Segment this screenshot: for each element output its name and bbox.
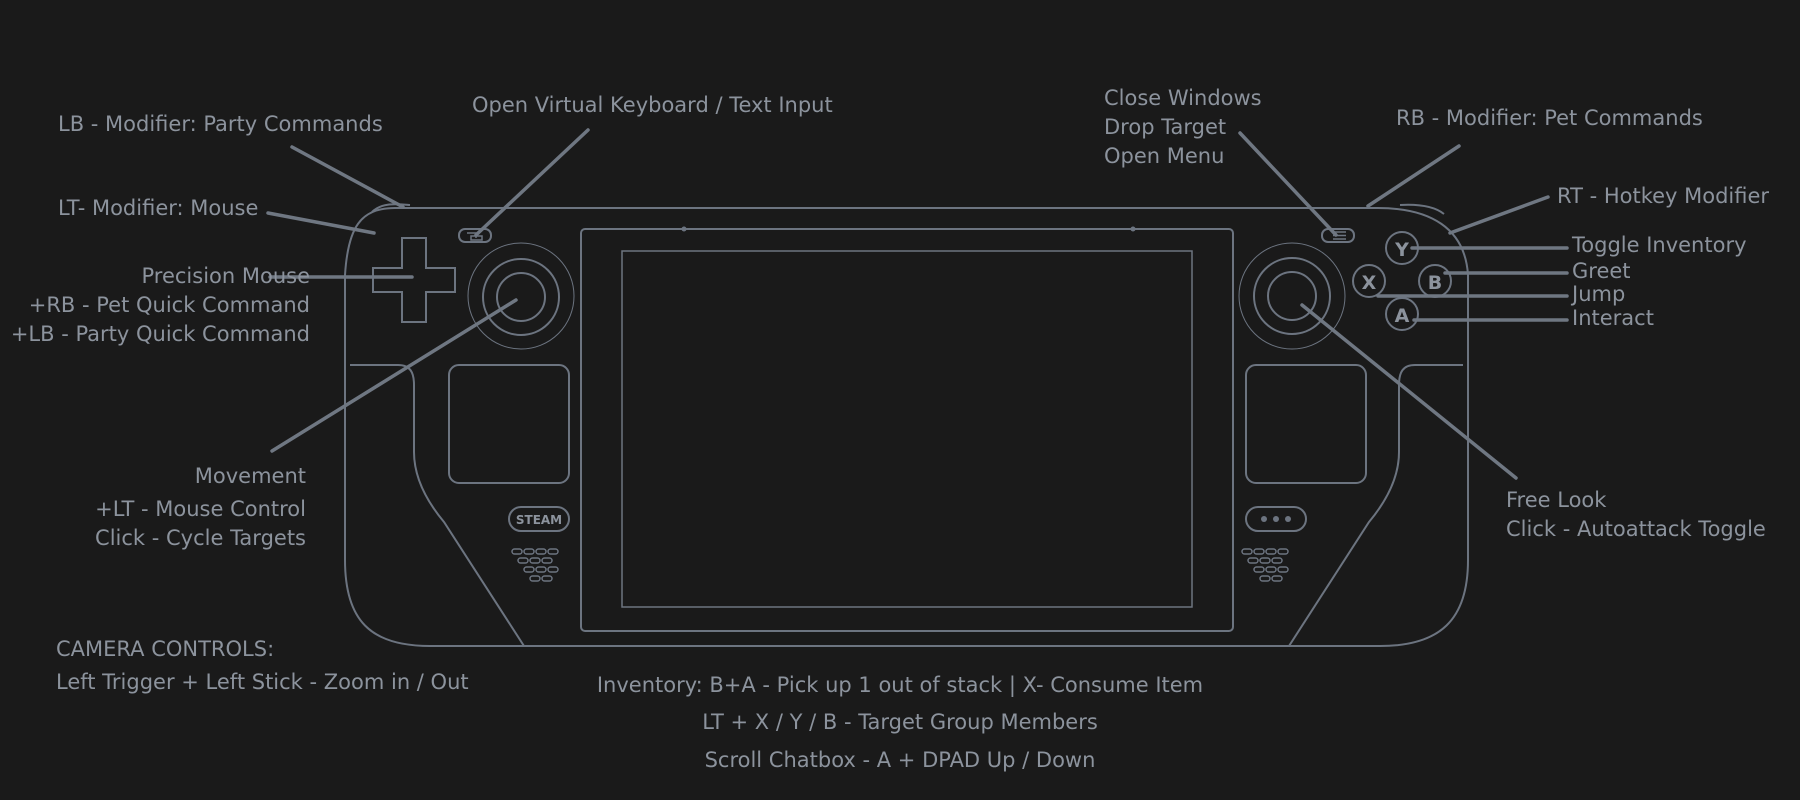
left-stick-lt-combo: +LT - Mouse Control	[95, 497, 306, 521]
a-button-ring	[1385, 297, 1419, 331]
rt-label: RT - Hotkey Modifier	[1557, 184, 1770, 208]
right-stick-cap	[1253, 257, 1331, 335]
target-group-note: LT + X / Y / B - Target Group Members	[702, 710, 1098, 734]
screen-bezel	[580, 228, 1234, 632]
x-button-ring	[1352, 264, 1386, 298]
x-label: Jump	[1572, 282, 1626, 306]
camera-controls-title: CAMERA CONTROLS:	[56, 637, 275, 661]
callout-right-stick	[1300, 303, 1518, 480]
camera-controls: CAMERA CONTROLS: Left Trigger + Left Sti…	[56, 635, 469, 697]
camera-controls-zoom: Left Trigger + Left Stick - Zoom in / Ou…	[56, 670, 469, 694]
left-speaker-grille-slot	[529, 575, 541, 582]
left-speaker-grille-slot	[535, 566, 547, 573]
right-stick-click: Click - Autoattack Toggle	[1506, 517, 1766, 541]
right-speaker-grille-slot	[1277, 566, 1289, 573]
callout-rb	[1366, 144, 1461, 208]
rb-label: RB - Modifier: Pet Commands	[1396, 106, 1703, 130]
right-bumper-outline	[1399, 203, 1445, 215]
scroll-chatbox-note: Scroll Chatbox - A + DPAD Up / Down	[704, 748, 1096, 772]
quick-access-button	[1245, 506, 1307, 532]
right-stick-ring	[1238, 242, 1346, 350]
left-bumper-outline	[371, 203, 411, 213]
left-speaker-grille-slot	[523, 566, 535, 573]
steam-button-label: STEAM	[516, 513, 562, 527]
callout-left-stick	[270, 298, 518, 453]
left-speaker-grille-slot	[541, 575, 553, 582]
view-button	[458, 228, 492, 243]
left-speaker-grille-slot	[517, 557, 529, 564]
right-speaker-grille-slot	[1265, 566, 1277, 573]
x-button-letter: X	[1362, 272, 1377, 294]
left-stick-click: Click - Cycle Targets	[95, 526, 306, 550]
menu-labels: Close Windows Drop Target Open Menu	[1104, 84, 1262, 171]
callout-lt	[266, 211, 376, 235]
menu-close-windows: Close Windows	[1104, 86, 1262, 110]
menu-open-menu: Open Menu	[1104, 144, 1225, 168]
qam-dot-3	[1285, 516, 1291, 522]
right-speaker-grille-slot	[1277, 548, 1289, 555]
qam-dot-2	[1273, 516, 1279, 522]
right-stick-primary: Free Look	[1506, 488, 1607, 512]
right-speaker-grille-slot	[1241, 548, 1253, 555]
left-speaker-grille-slot	[535, 548, 547, 555]
callout-menu	[1238, 131, 1338, 237]
a-label: Interact	[1572, 306, 1654, 330]
lt-label: LT- Modifier: Mouse	[58, 196, 259, 220]
left-trackpad	[448, 364, 570, 484]
dpad-rb-combo: +RB - Pet Quick Command	[28, 293, 310, 317]
right-trackpad	[1245, 364, 1367, 484]
callout-lb	[290, 145, 405, 209]
dpad-labels: Precision Mouse +RB - Pet Quick Command …	[11, 262, 310, 349]
keyboard-label: Open Virtual Keyboard / Text Input	[472, 93, 833, 117]
left-speaker-grille-slot	[541, 557, 553, 564]
lb-label: LB - Modifier: Party Commands	[58, 112, 383, 136]
dpad-primary: Precision Mouse	[141, 264, 310, 288]
b-button-letter: B	[1428, 272, 1442, 294]
dpad-outline	[372, 237, 456, 323]
right-stick-center	[1267, 271, 1317, 321]
right-speaker-grille-slot	[1247, 557, 1259, 564]
b-label: Greet	[1572, 259, 1631, 283]
callout-keyboard	[474, 128, 590, 237]
right-speaker-grille-slot	[1259, 575, 1271, 582]
inventory-note: Inventory: B+A - Pick up 1 out of stack …	[596, 673, 1204, 697]
left-sensor-dot	[681, 226, 687, 232]
left-stick-ring	[467, 242, 575, 350]
view-button-glyph	[467, 232, 483, 241]
left-stick-cap	[482, 258, 560, 336]
right-speaker-grille-slot	[1265, 548, 1277, 555]
right-speaker-grille-slot	[1271, 575, 1283, 582]
left-speaker-grille-slot	[547, 566, 559, 573]
left-stick-primary: Movement	[194, 464, 306, 488]
y-label: Toggle Inventory	[1572, 233, 1747, 257]
callout-rt	[1448, 195, 1550, 235]
y-button-letter: Y	[1394, 239, 1409, 261]
qam-dot-1	[1261, 516, 1267, 522]
left-speaker-grille-slot	[547, 548, 559, 555]
left-grip-contour	[350, 364, 525, 647]
right-speaker-grille-slot	[1253, 566, 1265, 573]
dpad-lb-combo: +LB - Party Quick Command	[10, 322, 310, 346]
right-sensor-dot	[1130, 226, 1136, 232]
device-body-outline	[344, 207, 1469, 647]
left-stick-labels: Movement +LT - Mouse Control Click - Cyc…	[95, 462, 306, 553]
left-speaker-grille-slot	[529, 557, 541, 564]
right-speaker-grille-slot	[1271, 557, 1283, 564]
right-speaker-grille-slot	[1253, 548, 1265, 555]
right-grip-contour	[1288, 364, 1463, 647]
right-stick-labels: Free Look Click - Autoattack Toggle	[1506, 486, 1766, 544]
steam-button-outline	[508, 506, 570, 532]
left-speaker-grille-slot	[523, 548, 535, 555]
screen-display	[621, 250, 1193, 608]
menu-drop-target: Drop Target	[1104, 115, 1227, 139]
right-speaker-grille-slot	[1259, 557, 1271, 564]
left-stick-center	[496, 272, 546, 322]
a-button-letter: A	[1395, 305, 1410, 327]
menu-button	[1321, 228, 1355, 243]
left-speaker-grille-slot	[511, 548, 523, 555]
